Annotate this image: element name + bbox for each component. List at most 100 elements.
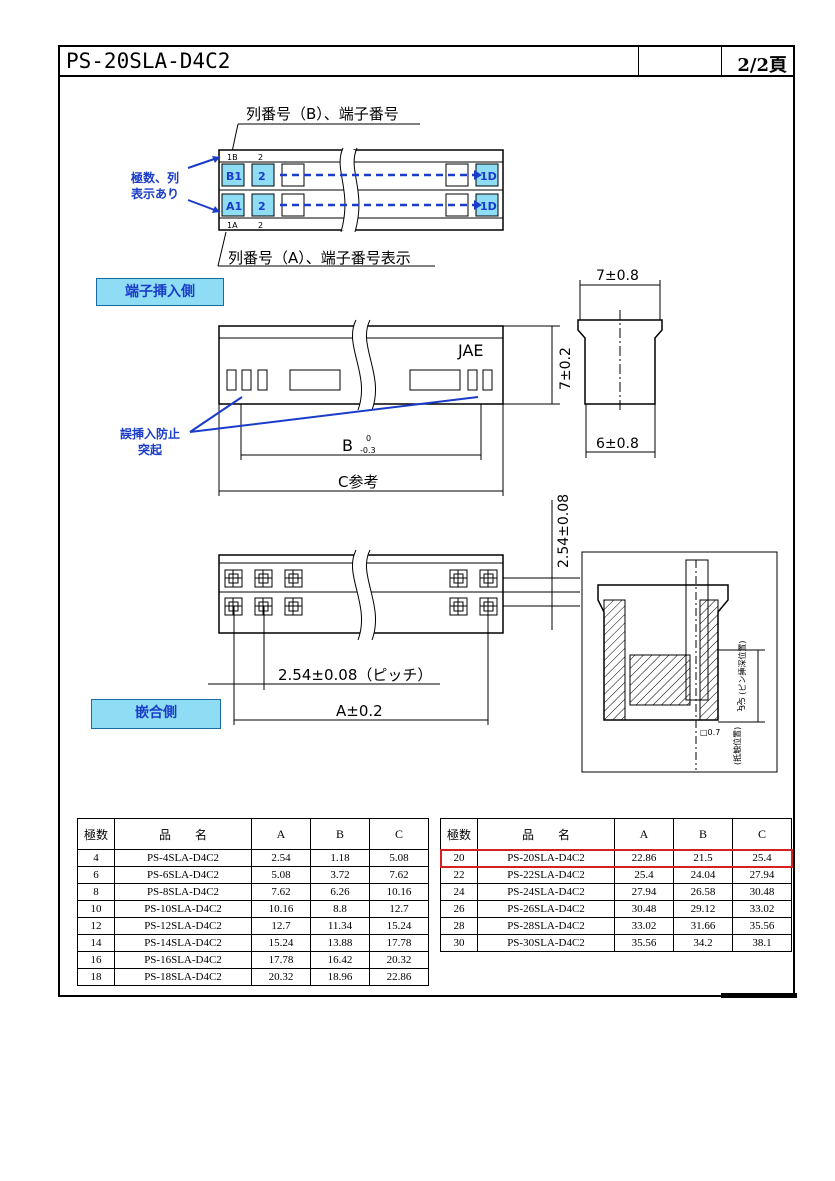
- table-cell: 10.16: [251, 900, 311, 918]
- table-cell: 6: [77, 866, 115, 884]
- table-cell: PS-8SLA-D4C2: [114, 883, 252, 901]
- table-cell: PS-14SLA-D4C2: [114, 934, 252, 952]
- pin-label: 1D: [480, 200, 497, 213]
- table-cell: 33.02: [614, 917, 674, 935]
- drawing-title: PS-20SLA-D4C2: [66, 49, 231, 73]
- table-cell: 16: [77, 951, 115, 969]
- col-header: B: [673, 818, 733, 850]
- side-brand: JAE: [457, 341, 484, 360]
- table-cell: 29.12: [673, 900, 733, 918]
- section-view: [581, 551, 778, 773]
- table-cell: 30: [440, 934, 478, 952]
- table-cell: 7.62: [251, 883, 311, 901]
- table-cell: 7.62: [369, 866, 429, 884]
- top-view-pin-labels: B1 2 1D A1 2 1D: [226, 170, 497, 213]
- col-header: A: [614, 818, 674, 850]
- drawing-svg: B1 2 1D A1 2 1D 1B 2 1A 2: [187, 123, 778, 773]
- top-view-housing: [218, 145, 504, 234]
- page-number: 2/2頁: [737, 55, 787, 76]
- col-header: A: [251, 818, 311, 850]
- top-view-leaders: [217, 123, 435, 267]
- side-note-arrows: [189, 396, 479, 433]
- side-view: [218, 316, 560, 496]
- table-cell: 12.7: [369, 900, 429, 918]
- table-cell: 24: [440, 883, 478, 901]
- table-cell: 26.58: [673, 883, 733, 901]
- table-cell: PS-22SLA-D4C2: [477, 866, 615, 884]
- table-cell: 14: [77, 934, 115, 952]
- front-row-pitch: 2.54±0.08: [556, 494, 572, 568]
- section-label-square: □0.7: [700, 728, 720, 737]
- col-header: B: [310, 818, 370, 850]
- table-cell: PS-10SLA-D4C2: [114, 900, 252, 918]
- table-cell: PS-20SLA-D4C2: [477, 849, 615, 867]
- title-block-empty-cell: [638, 47, 722, 75]
- table-cell: 1.18: [310, 849, 370, 867]
- table-cell: 30.48: [732, 883, 792, 901]
- table-cell: 13.88: [310, 934, 370, 952]
- table-cell: 33.02: [732, 900, 792, 918]
- tiny-label: 2: [258, 221, 263, 230]
- table-cell: 12.7: [251, 917, 311, 935]
- table-cell: 22: [440, 866, 478, 884]
- table-cell: 16.42: [310, 951, 370, 969]
- table-cell: 27.94: [614, 883, 674, 901]
- table-cell: 6.26: [310, 883, 370, 901]
- table-cell: 25.4: [732, 849, 792, 867]
- insertion-side-label: 端子挿入側: [96, 278, 224, 306]
- table-cell: 35.56: [614, 934, 674, 952]
- table-cell: PS-28SLA-D4C2: [477, 917, 615, 935]
- table-cell: 22.86: [614, 849, 674, 867]
- side-dim-c: C参考: [338, 473, 378, 491]
- table-cell: PS-24SLA-D4C2: [477, 883, 615, 901]
- frame-bottom-bar: [721, 993, 797, 998]
- table-cell: 15.24: [251, 934, 311, 952]
- table-cell: PS-30SLA-D4C2: [477, 934, 615, 952]
- table-cell: 38.1: [732, 934, 792, 952]
- section-label-contact: (抵触位置): [732, 727, 742, 765]
- table-cell: 8: [77, 883, 115, 901]
- table-cell: 31.66: [673, 917, 733, 935]
- note-anti-misinsertion: 誤挿入防止 突起: [119, 427, 180, 457]
- table-cell: 22.86: [369, 968, 429, 986]
- table-cell: 10.16: [369, 883, 429, 901]
- table-cell: 8.8: [310, 900, 370, 918]
- side-dim-b: B: [342, 436, 353, 455]
- front-view-cavities: [224, 569, 498, 616]
- table-cell: 20.32: [251, 968, 311, 986]
- side-dim-b-tol-lower: -0.3: [360, 446, 376, 455]
- section-label-depth: 3.5 (ピン挿深位置): [737, 640, 747, 710]
- table-cell: 18.96: [310, 968, 370, 986]
- table-cell: 30.48: [614, 900, 674, 918]
- note-pole-count: 極数、列 表示あり: [130, 171, 179, 201]
- table-cell: PS-4SLA-D4C2: [114, 849, 252, 867]
- table-cell: 2.54: [251, 849, 311, 867]
- table-cell: PS-26SLA-D4C2: [477, 900, 615, 918]
- col-header: 品 名: [477, 818, 615, 850]
- table-cell: 5.08: [369, 849, 429, 867]
- col-header: 品 名: [114, 818, 252, 850]
- tiny-label: 1B: [227, 153, 238, 162]
- table-cell: 4: [77, 849, 115, 867]
- table-cell: 35.56: [732, 917, 792, 935]
- top-view-pins: [221, 163, 499, 217]
- table-cell: 3.72: [310, 866, 370, 884]
- col-header: 極数: [77, 818, 115, 850]
- title-block: PS-20SLA-D4C2 2/2頁: [58, 45, 795, 77]
- side-dim-b-tol-upper: 0: [366, 434, 371, 443]
- table-cell: PS-16SLA-D4C2: [114, 951, 252, 969]
- table-cell: 21.5: [673, 849, 733, 867]
- table-cell: 15.24: [369, 917, 429, 935]
- front-dim-a: A±0.2: [336, 702, 383, 720]
